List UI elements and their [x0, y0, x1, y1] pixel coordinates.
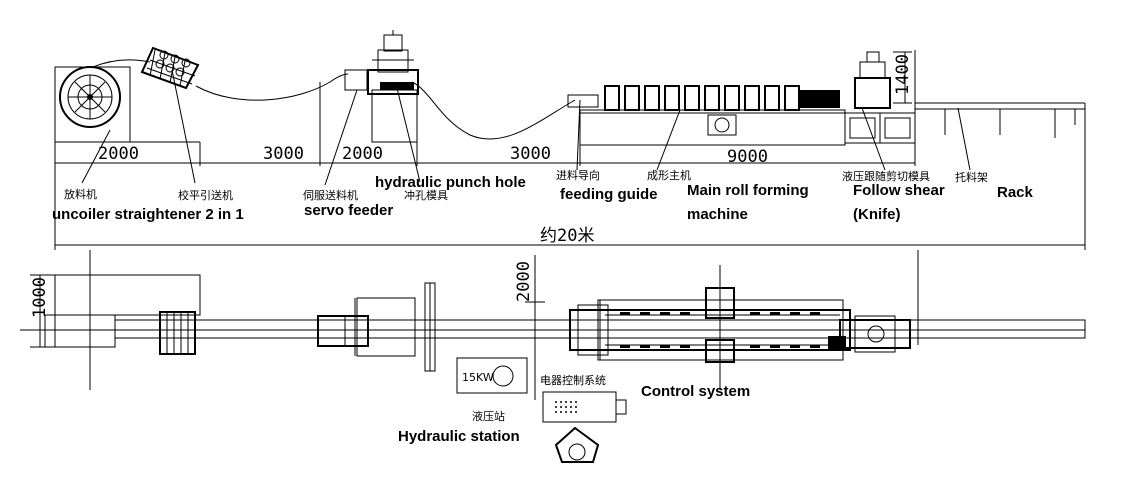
- label-en-rack: Rack: [997, 184, 1034, 201]
- label-cn-rack: 托料架: [955, 170, 988, 184]
- plan-view: 1000 15KW 液压站 Hydraulic station: [20, 250, 1086, 463]
- label-en-guide: feeding guide: [560, 186, 658, 203]
- label-en-servo: servo feeder: [304, 202, 393, 219]
- label-en-control: Control system: [641, 383, 750, 400]
- label-cn-punch: 冲孔模具: [404, 188, 448, 202]
- punch-plan: [424, 282, 436, 372]
- strip-path-1: [92, 59, 151, 68]
- dim-total-length: 约20米: [540, 226, 594, 246]
- label-cn-hydraulic: 液压站: [472, 409, 505, 423]
- label-cn-uncoiler: 放料机: [64, 187, 97, 201]
- label-en-uncoiler: uncoiler straightener 2 in 1: [52, 206, 244, 223]
- dim-1400: 1400: [893, 54, 913, 95]
- motor-power-label: 15KW: [462, 371, 494, 384]
- roll-stands-side: [604, 85, 800, 111]
- hydraulic-station-plan: 15KW: [456, 357, 528, 394]
- main-machine-side: [567, 85, 846, 146]
- control-panel-dots: [555, 401, 577, 413]
- leader-lines: [81, 69, 971, 186]
- label-cn-control: 电器控制系统: [540, 373, 606, 387]
- control-cabinet-plan: [542, 391, 627, 423]
- straightener-side: [140, 46, 200, 90]
- uncoiler-side: [54, 66, 200, 143]
- dim-9000: 9000: [727, 147, 768, 167]
- label-cn-servo: 伺服送料机: [303, 188, 358, 202]
- straightener-plan: [159, 311, 196, 355]
- side-elevation: 2000 3000 2000 3000 9000 1400 约20米 放料机 校…: [52, 30, 1086, 250]
- dim-1000-vertical: 1000: [30, 277, 50, 318]
- shear-side: [844, 51, 916, 144]
- label-cn-straightener: 校平引送机: [178, 188, 233, 202]
- shear-plan: [828, 250, 919, 353]
- label-en-punch: hydraulic punch hole: [375, 174, 526, 191]
- strip-path-2: [195, 73, 349, 101]
- dim-2000-uncoiler: 2000: [98, 144, 139, 164]
- label-cn-shear: 液压跟随剪切模具: [842, 169, 930, 183]
- dim-2000-vertical: 2000: [514, 261, 534, 302]
- dim-2000-punch: 2000: [342, 144, 383, 164]
- servo-feeder-plan: [317, 297, 416, 357]
- label-cn-guide: 进料导向: [556, 168, 600, 182]
- uncoiler-plan: [30, 250, 201, 390]
- rack-side: [915, 102, 1085, 138]
- main-machine-plan: [569, 265, 851, 390]
- label-en-main-2: machine: [687, 206, 748, 223]
- punch-press-side: [367, 30, 419, 143]
- label-en-shear-2: (Knife): [853, 206, 901, 223]
- operator-icon: [554, 426, 600, 463]
- strip-path-3: [411, 81, 576, 140]
- label-en-hydraulic: Hydraulic station: [398, 428, 520, 445]
- label-cn-main: 成形主机: [647, 168, 691, 182]
- dimension-lines-top: [54, 50, 1086, 250]
- roll-stands-plan: [620, 312, 820, 348]
- label-en-shear-1: Follow shear: [853, 182, 945, 199]
- dim-3000-a: 3000: [263, 144, 304, 164]
- label-en-main-1: Main roll forming: [687, 182, 809, 199]
- dim-3000-b: 3000: [510, 144, 551, 164]
